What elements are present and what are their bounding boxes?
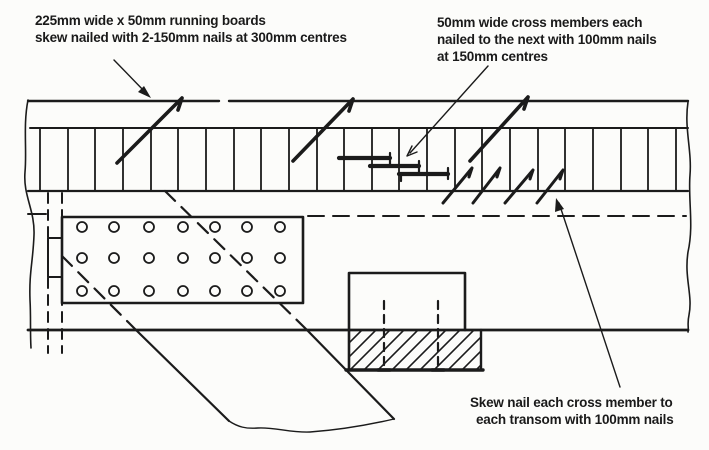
annotation-line: at 150mm centres [437,49,548,64]
break-line-right [686,101,692,333]
annotation-line: skew nailed with 2-150mm nails at 300mm … [35,30,347,45]
bearer-bracket [47,237,63,278]
top-running-board [26,99,690,129]
annotation-line: Skew nail each cross member to [470,395,673,410]
packing-block [347,271,467,372]
skew-nail-symbols-board [115,95,530,165]
annotation-skew-nail: Skew nail each cross member to each tran… [470,394,674,428]
annotation-line: 225mm wide x 50mm running boards [35,13,266,28]
butt-nail-symbols [336,151,451,183]
annotation-cross-members: 50mm wide cross members each nailed to t… [437,14,657,65]
skew-nail-symbols-transom [441,166,565,205]
leader-arrow-icon [138,86,151,98]
annotation-running-boards: 225mm wide x 50mm running boards skew na… [35,12,347,46]
nail-plate-holes [76,221,286,297]
annotation-line: nailed to the next with 100mm nails [437,32,657,47]
annotation-line: each transom with 100mm nails [476,412,674,427]
annotation-line: 50mm wide cross members each [437,15,643,30]
cross-member-lines [39,127,677,192]
leader-arrow-icon [555,198,564,212]
transom-nails [376,299,446,372]
break-line-left [24,99,35,349]
leader-line-cross-members [406,65,489,157]
leader-line-skew-nail [555,198,621,388]
transom-hatching [349,330,481,370]
diagonal-brace [60,189,396,433]
leader-line-running-boards [113,59,151,98]
transom-section [344,271,485,372]
brace-break-line [228,418,395,433]
nail-plate [60,215,305,305]
leader-open-arrow-icon [406,145,418,157]
cross-members-band [26,127,690,193]
